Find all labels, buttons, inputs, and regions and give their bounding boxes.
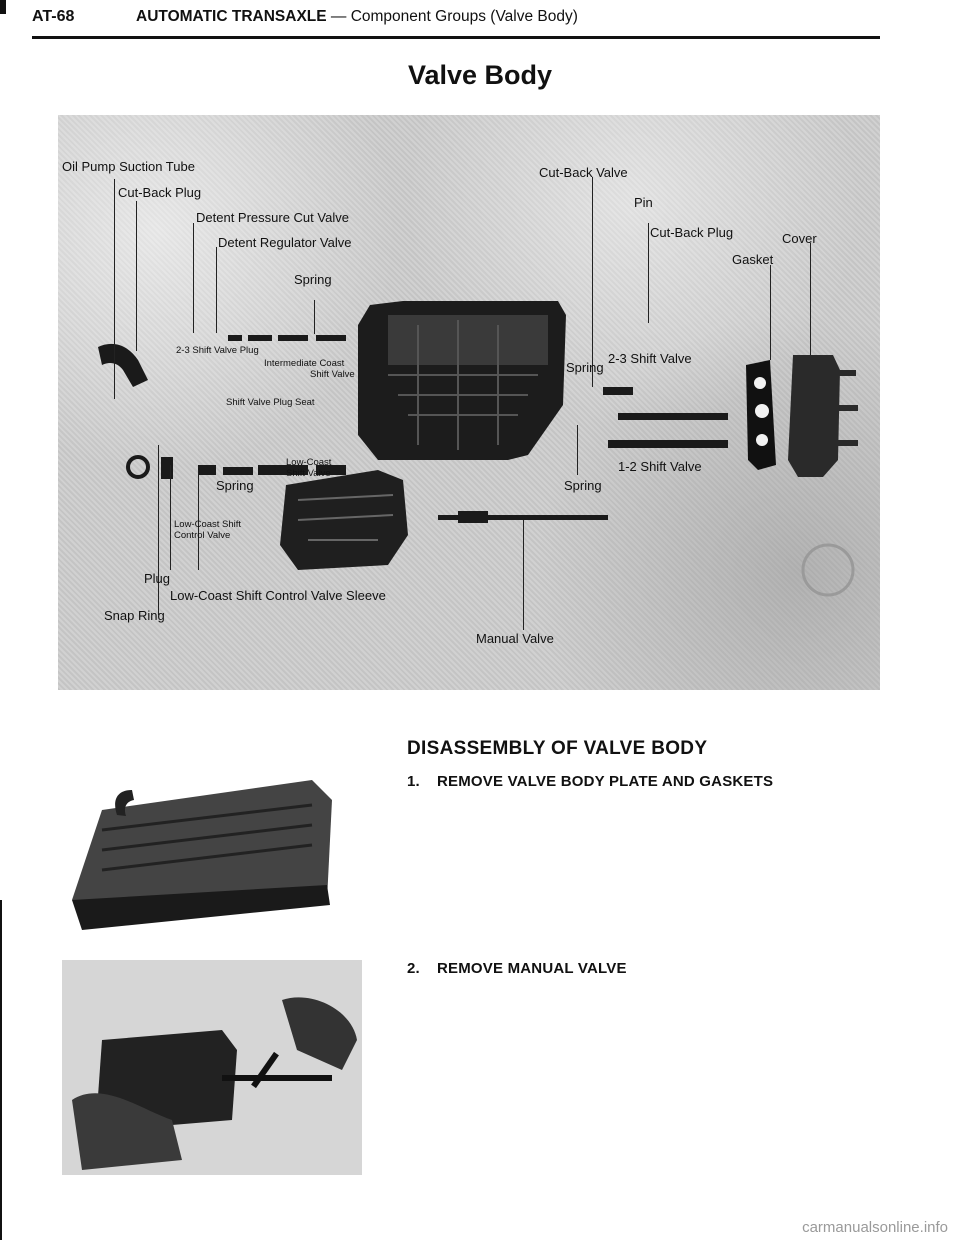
leader-gasket	[770, 265, 771, 360]
leader-cut-back-plug	[136, 201, 137, 351]
label-detent-pressure-cut-valve: Detent Pressure Cut Valve	[196, 210, 349, 225]
plate-gasket-edge	[72, 885, 330, 930]
right-valves	[438, 387, 728, 523]
header-title-bold: AUTOMATIC TRANSAXLE	[136, 8, 327, 25]
gasket-holes	[754, 377, 769, 446]
page-number: AT-68	[32, 8, 75, 25]
label-low-coast-control-2: Control Valve	[174, 530, 231, 541]
leader-snap-ring	[158, 445, 159, 615]
label-shift-valve-plug-seat: Shift Valve Plug Seat	[226, 397, 315, 408]
page-title: Valve Body	[407, 60, 553, 90]
label-intermediate-coast-1: Intermediate Coast	[264, 358, 345, 369]
step-2-number: 2.	[407, 960, 420, 977]
label-oil-pump-suction-tube: Oil Pump Suction Tube	[62, 159, 195, 174]
leader-low-coast-control	[170, 465, 171, 570]
leader-cut-back-valve	[592, 177, 593, 387]
label-low-coast-control-1: Low-Coast Shift	[174, 519, 242, 530]
left-binding-rule	[0, 900, 2, 1240]
header-rule	[32, 36, 880, 39]
leader-spring-right	[577, 425, 578, 475]
valve-body-exploded-photo: Oil Pump Suction Tube Cut-Back Plug Dete…	[58, 115, 880, 690]
label-low-coast-1: Low-Coast	[286, 457, 332, 468]
hand-right	[282, 997, 357, 1070]
label-cut-back-plug-right: Cut-Back Plug	[650, 225, 734, 240]
label-cover: Cover	[782, 231, 817, 246]
hand-left	[72, 1093, 182, 1170]
tool-shaft	[251, 1051, 279, 1089]
label-low-coast-2: Shift Valve	[286, 468, 331, 479]
manual-valve-rod	[222, 1075, 332, 1081]
label-cut-back-plug-left: Cut-Back Plug	[118, 185, 202, 200]
label-cut-back-valve: Cut-Back Valve	[539, 165, 628, 180]
label-low-coast-sleeve: Low-Coast Shift Control Valve Sleeve	[170, 588, 386, 603]
page-corner-mark	[0, 0, 6, 14]
leader-cut-back-plug-right	[648, 223, 649, 323]
header-title-rest: — Component Groups (Valve Body)	[326, 8, 578, 25]
label-spring-left: Spring	[216, 478, 254, 493]
casting-channels	[388, 320, 538, 450]
step-1-number: 1.	[407, 773, 420, 790]
manual-valve-illustration	[62, 960, 362, 1175]
leader-oil-pump-tube	[114, 179, 115, 399]
label-23-shift-valve: 2-3 Shift Valve	[608, 351, 692, 366]
label-spring-23: Spring	[566, 360, 604, 375]
casting-highlight	[388, 315, 548, 365]
label-manual-valve: Manual Valve	[476, 631, 554, 646]
section-heading: DISASSEMBLY OF VALVE BODY	[407, 738, 708, 759]
valve-body-plate-photo	[62, 770, 342, 940]
leader-spring-top	[314, 300, 315, 334]
plate-illustration	[72, 780, 332, 930]
step-2: 2. REMOVE MANUAL VALVE	[407, 960, 627, 977]
step-2-text: REMOVE MANUAL VALVE	[437, 960, 627, 977]
label-intermediate-coast-2: Shift Valve	[310, 369, 355, 380]
label-spring-top: Spring	[294, 272, 332, 287]
page-header: AT-68 AUTOMATIC TRANSAXLE — Component Gr…	[32, 8, 880, 38]
label-12-shift-valve: 1-2 Shift Valve	[618, 459, 702, 474]
label-pin: Pin	[634, 195, 653, 210]
step-1-text: REMOVE VALVE BODY PLATE AND GASKETS	[437, 773, 774, 790]
leader-detent-regulator	[216, 247, 217, 333]
faded-ring	[801, 543, 855, 597]
plate-tube	[115, 790, 134, 816]
plate-body	[72, 780, 332, 920]
oil-pump-suction-tube	[98, 343, 148, 387]
exploded-view-illustration	[98, 301, 858, 597]
leader-detent-pressure	[193, 223, 194, 333]
left-valves	[126, 335, 346, 479]
leader-manual-valve	[523, 520, 524, 630]
manual-valve-removal-photo	[62, 960, 362, 1175]
step-1: 1. REMOVE VALVE BODY PLATE AND GASKETS	[407, 773, 773, 790]
label-snap-ring: Snap Ring	[104, 608, 165, 623]
cover-plate	[788, 355, 840, 477]
label-detent-regulator-valve: Detent Regulator Valve	[218, 235, 352, 250]
label-spring-right: Spring	[564, 478, 602, 493]
leader-plug	[198, 470, 199, 570]
plate-texture	[101, 803, 313, 872]
cover-bolts	[828, 370, 858, 446]
lower-body-channels	[297, 494, 394, 541]
label-gasket: Gasket	[732, 252, 774, 267]
watermark: carmanualsonline.info	[802, 1219, 948, 1236]
label-plug: Plug	[144, 571, 171, 586]
label-23-shift-valve-plug: 2-3 Shift Valve Plug	[176, 345, 259, 356]
leader-cover	[810, 243, 811, 355]
header-title: AUTOMATIC TRANSAXLE — Component Groups (…	[136, 8, 578, 26]
